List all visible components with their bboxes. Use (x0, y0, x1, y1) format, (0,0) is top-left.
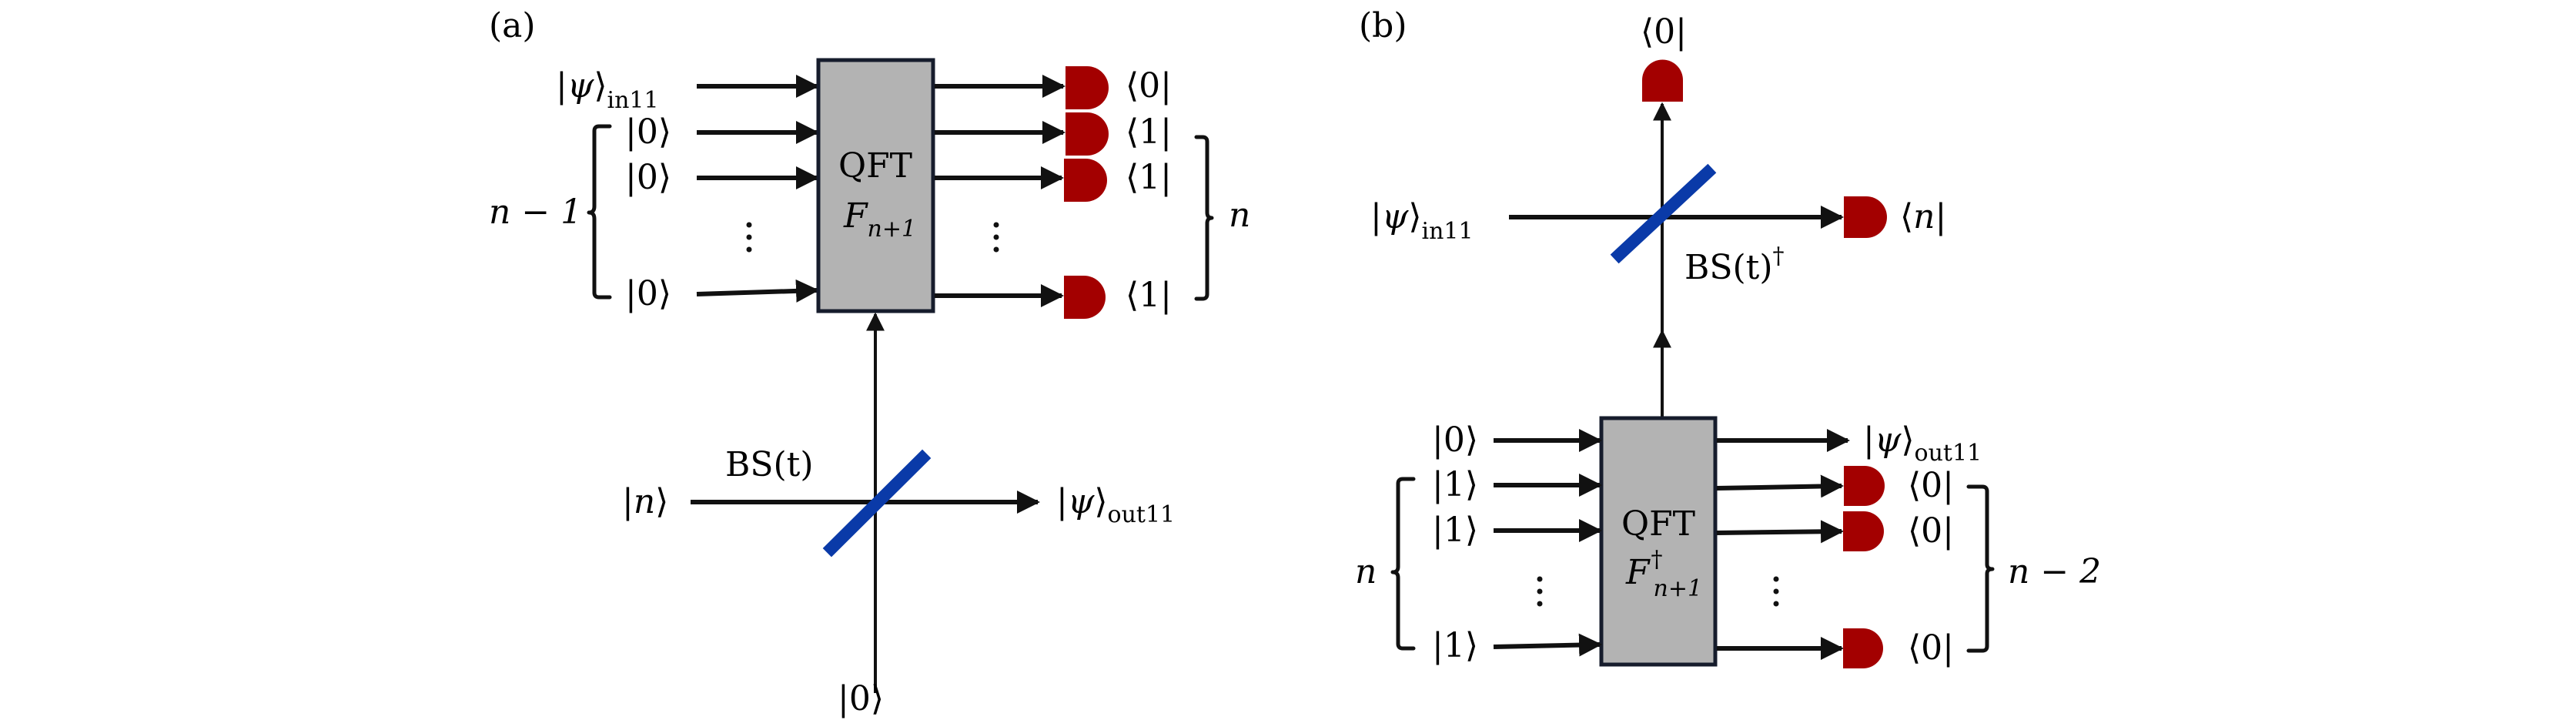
b-output-ellipsis (1773, 576, 1779, 607)
a-input-3-ket: 0 (637, 158, 658, 197)
a-output-4-bra: 1 (1139, 276, 1160, 315)
b-right-brace (1966, 484, 1995, 653)
b-bs-input-left-label: |ψ⟩in11 (1370, 197, 1474, 245)
b-top-detector-bra: 0 (1654, 12, 1675, 52)
b-input-1-ket: 0 (1444, 420, 1465, 460)
a-output-label-1: ⟨0| (1126, 66, 1172, 105)
b-output-2-bra: 0 (1921, 511, 1942, 551)
b-input-label-2: |1⟩ (1432, 465, 1478, 504)
panel-a: (a) |ψ⟩in11 |0⟩ |0⟩ |0⟩ n − 1 QFT Fn+1 (489, 6, 1250, 718)
a-bs-label-text: BS(t) (725, 445, 814, 484)
b-qft-operator-sup: † (1651, 546, 1663, 573)
b-qft-operator: F†n+1 (1625, 546, 1702, 602)
b-bs-label-text: BS(t) (1684, 248, 1773, 287)
a-detector-4-icon (1064, 276, 1106, 319)
a-qft-operator-sub: n+1 (868, 216, 917, 243)
a-input-ellipsis (746, 222, 752, 253)
b-bs-label-sup: † (1773, 243, 1785, 270)
b-bs-label: BS(t)† (1684, 243, 1785, 287)
b-first-output-label: |ψ⟩out11 (1863, 420, 1982, 467)
b-bs-input-left-ket: ψ (1382, 197, 1409, 236)
panel-b: (b) ⟨0| BS(t)† |ψ⟩in11 ⟨n| QFT F†n+1 |0⟩… (1355, 6, 2101, 668)
a-input-1-ket: ψ (567, 66, 594, 105)
b-right-detector-icon (1844, 196, 1887, 238)
a-input-wire-4 (696, 279, 819, 303)
b-right-brace-label: n − 2 (2008, 552, 2101, 591)
a-detector-1-icon (1066, 66, 1109, 109)
a-bs-output-ket: ψ (1068, 482, 1095, 521)
b-detector-2-icon (1843, 511, 1884, 551)
b-detector-1-icon (1844, 466, 1885, 506)
a-qft-operator-main: F (843, 196, 868, 236)
a-detector-3-icon (1064, 159, 1107, 202)
a-output-1-bra: 0 (1139, 66, 1160, 105)
b-first-output-sub: out11 (1915, 440, 1982, 467)
b-qft-operator-main: F (1625, 553, 1651, 592)
a-bs-input-bottom-ket: 0 (849, 679, 871, 718)
panel-a-tag: (a) (489, 6, 536, 45)
b-input-2-ket: 1 (1444, 465, 1465, 504)
b-qft-operator-sub: n+1 (1654, 575, 1703, 602)
b-output-label-1: ⟨0| (1908, 466, 1954, 505)
b-output-wire-3 (1716, 520, 1844, 544)
a-bs-output-label: |ψ⟩out11 (1056, 482, 1175, 528)
a-output-2-bra: 1 (1139, 112, 1160, 152)
a-qft-box (816, 58, 935, 313)
b-output-3-bra: 0 (1921, 628, 1942, 668)
a-left-brace-text: n − 1 (489, 193, 582, 232)
a-input-1-sub: in11 (607, 87, 659, 114)
a-bs-output-sub: out11 (1108, 501, 1176, 528)
a-detector-2-icon (1066, 112, 1109, 156)
b-top-detector-label: ⟨0| (1641, 12, 1687, 52)
b-input-4-ket: 1 (1444, 626, 1465, 665)
b-output-1-bra: 0 (1921, 466, 1942, 505)
a-input-4-ket: 0 (637, 274, 658, 313)
a-input-label-2: |0⟩ (625, 112, 671, 152)
a-left-brace-label: n − 1 (489, 193, 582, 232)
b-left-brace-label: n (1355, 552, 1377, 591)
b-input-ellipsis (1537, 576, 1543, 607)
a-bs-input-left-label: |n⟩ (622, 482, 668, 521)
panel-b-tag: (b) (1359, 6, 1407, 45)
a-left-brace (587, 124, 612, 300)
b-top-detector-icon (1642, 59, 1683, 102)
b-left-brace (1390, 477, 1416, 651)
b-input-label-3: |1⟩ (1432, 511, 1478, 550)
b-detector-3-icon (1843, 628, 1883, 668)
b-input-3-ket: 1 (1444, 511, 1465, 550)
b-right-detector-label: ⟨n| (1900, 197, 1946, 236)
a-output-ellipsis (993, 222, 999, 253)
a-bs-input-left-ket: n (634, 482, 655, 521)
a-beam-splitter (822, 449, 932, 558)
b-output-label-2: ⟨0| (1908, 511, 1954, 551)
a-qft-label: QFT (838, 146, 912, 186)
a-bs-label: BS(t) (725, 445, 814, 484)
a-output-3-bra: 1 (1139, 158, 1160, 197)
b-output-wire-2 (1716, 474, 1844, 498)
b-right-brace-text: n − 2 (2008, 552, 2101, 591)
b-output-label-3: ⟨0| (1908, 628, 1954, 668)
a-input-label-3: |0⟩ (625, 158, 671, 197)
a-input-label-1: |ψ⟩in11 (556, 66, 659, 114)
a-input-2-ket: 0 (637, 112, 658, 152)
b-beam-splitter (1610, 163, 1717, 264)
a-right-brace (1194, 135, 1214, 301)
b-input-label-4: |1⟩ (1432, 626, 1478, 665)
a-right-brace-label: n (1229, 196, 1250, 235)
a-output-label-2: ⟨1| (1126, 112, 1172, 152)
a-qft-operator: Fn+1 (843, 196, 916, 243)
b-first-output-ket: ψ (1875, 420, 1902, 460)
a-input-label-4: |0⟩ (625, 274, 671, 313)
a-output-label-3: ⟨1| (1126, 158, 1172, 197)
b-bs-input-left-sub: in11 (1422, 218, 1474, 245)
a-output-label-4: ⟨1| (1126, 276, 1172, 315)
b-input-label-1: |0⟩ (1432, 420, 1478, 460)
b-qft-label: QFT (1621, 504, 1695, 544)
a-bs-input-bottom-label: |0⟩ (838, 679, 884, 718)
b-right-detector-bra: n (1913, 197, 1935, 236)
b-input-wire-4 (1493, 633, 1602, 657)
